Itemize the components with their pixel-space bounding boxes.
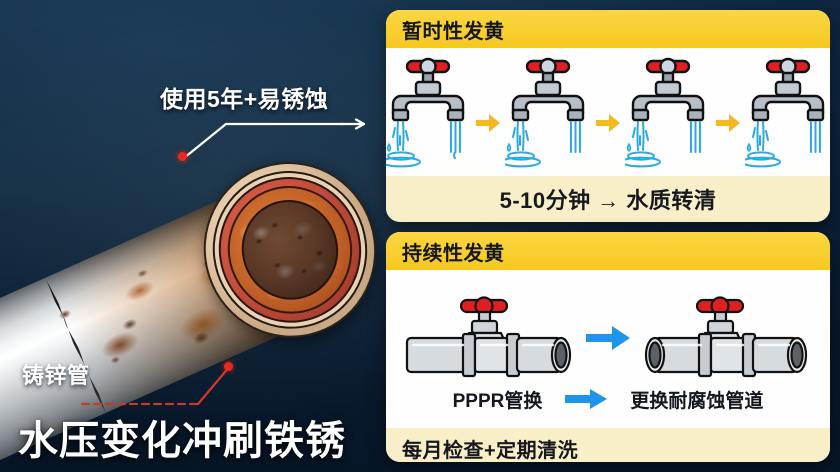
- red-dot-marker-icon: [178, 152, 187, 161]
- red-dot-marker-icon: [224, 362, 233, 371]
- arrow-right-blue-icon: [565, 389, 608, 409]
- valve-caption-row: PPPR管换 更换耐腐蚀管道: [398, 386, 818, 413]
- gate-valve-pipe-icon: [405, 295, 572, 377]
- valve-comparison-row: [398, 292, 818, 384]
- card-temporary-header-label: 暂时性发黄: [402, 20, 505, 43]
- card-persistent-yellowing: 持续性发黄: [386, 232, 830, 462]
- arrow-right-amber-icon: [716, 114, 740, 132]
- card-persistent-footer-label: 每月检查+定期清洗: [402, 439, 579, 462]
- pipe-age-label: 使用5年+易锈蚀: [160, 86, 329, 112]
- arrow-right-amber-icon: [596, 114, 620, 132]
- card-persistent-footer: 每月检查+定期清洗: [386, 428, 830, 462]
- gate-valve-pipe-icon: [644, 295, 808, 377]
- page-title: 水压变化冲刷铁锈: [18, 419, 346, 463]
- card-temporary-footer-label: 5-10分钟 → 水质转清: [499, 188, 717, 213]
- pipe-type-label: 铸锌管: [22, 363, 90, 388]
- card-persistent-header-label: 持续性发黄: [402, 242, 505, 265]
- card-persistent-header: 持续性发黄: [386, 232, 830, 270]
- after-pipe-label: 更换耐腐蚀管道: [630, 390, 764, 412]
- dashed-leader-line-icon: [80, 364, 232, 406]
- arrow-right-blue-icon: [586, 325, 630, 350]
- faucet-running-water-icon: [625, 57, 705, 168]
- card-temporary-footer: 5-10分钟 → 水质转清: [386, 176, 830, 222]
- faucet-running-water-icon: [745, 57, 825, 168]
- left-illustration-panel: 使用5年+易锈蚀 铸锌管 水压变化冲刷铁锈: [0, 0, 399, 472]
- card-persistent-body: PPPR管换 更换耐腐蚀管道: [386, 270, 830, 428]
- faucet-running-water-icon: [505, 57, 585, 168]
- card-temporary-body: [386, 48, 830, 176]
- card-temporary-yellowing: 暂时性发黄: [386, 10, 830, 222]
- faucet-running-water-icon: [386, 57, 465, 168]
- card-temporary-header: 暂时性发黄: [386, 10, 830, 48]
- before-pipe-label: PPPR管换: [452, 390, 543, 412]
- arrow-right-amber-icon: [476, 114, 500, 132]
- leader-line-arrow-right-icon: [182, 118, 366, 160]
